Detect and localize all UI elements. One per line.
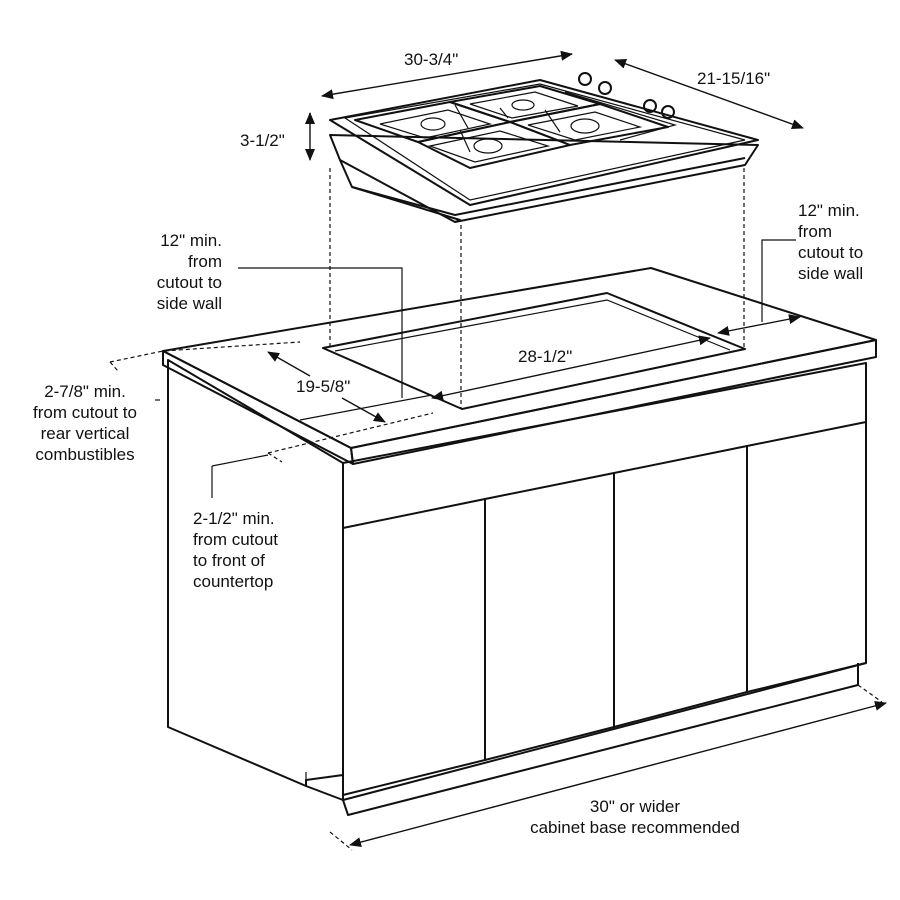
label-front-clearance: 2-1/2" min. from cutout to front of coun… bbox=[193, 509, 279, 591]
dimension-lines bbox=[155, 50, 887, 848]
cabinet-front-face bbox=[342, 362, 867, 801]
cabinet-door-2 bbox=[484, 472, 615, 761]
label-cooktop-height: 3-1/2" bbox=[240, 131, 285, 150]
cabinet-door-3 bbox=[613, 445, 748, 728]
leader-left-clearance bbox=[238, 267, 403, 398]
dim-right-clearance bbox=[717, 314, 801, 336]
dim-cutout-depth bbox=[267, 351, 311, 377]
label-cutout-width: 28-1/2" bbox=[518, 347, 573, 366]
label-right-side-clearance: 12" min. from cutout to side wall bbox=[798, 201, 864, 283]
dim-cabinet-base bbox=[349, 700, 887, 848]
cabinet-door-1 bbox=[342, 498, 486, 796]
label-cooktop-width: 30-3/4" bbox=[404, 50, 459, 69]
label-left-side-clearance: 12" min. from cutout to side wall bbox=[156, 231, 222, 313]
label-cabinet-base: 30" or wider cabinet base recommended bbox=[530, 797, 740, 837]
dim-cooktop-depth bbox=[614, 59, 804, 129]
dim-cutout-width bbox=[431, 335, 711, 401]
cooktop bbox=[329, 72, 759, 223]
dim-cooktop-width bbox=[321, 50, 573, 100]
cabinet-left-side bbox=[167, 359, 344, 801]
leader-right-clearance bbox=[761, 239, 796, 322]
label-cutout-depth: 19-5/8" bbox=[296, 377, 351, 396]
label-cooktop-depth: 21-15/16" bbox=[697, 69, 771, 88]
cabinet-door-4 bbox=[746, 421, 867, 693]
countertop-left-edge bbox=[162, 350, 354, 465]
countertop-cutout bbox=[322, 292, 746, 410]
cooktop-body bbox=[329, 134, 759, 223]
label-rear-clearance: 2-7/8" min. from cutout to rear vertical… bbox=[33, 382, 137, 464]
